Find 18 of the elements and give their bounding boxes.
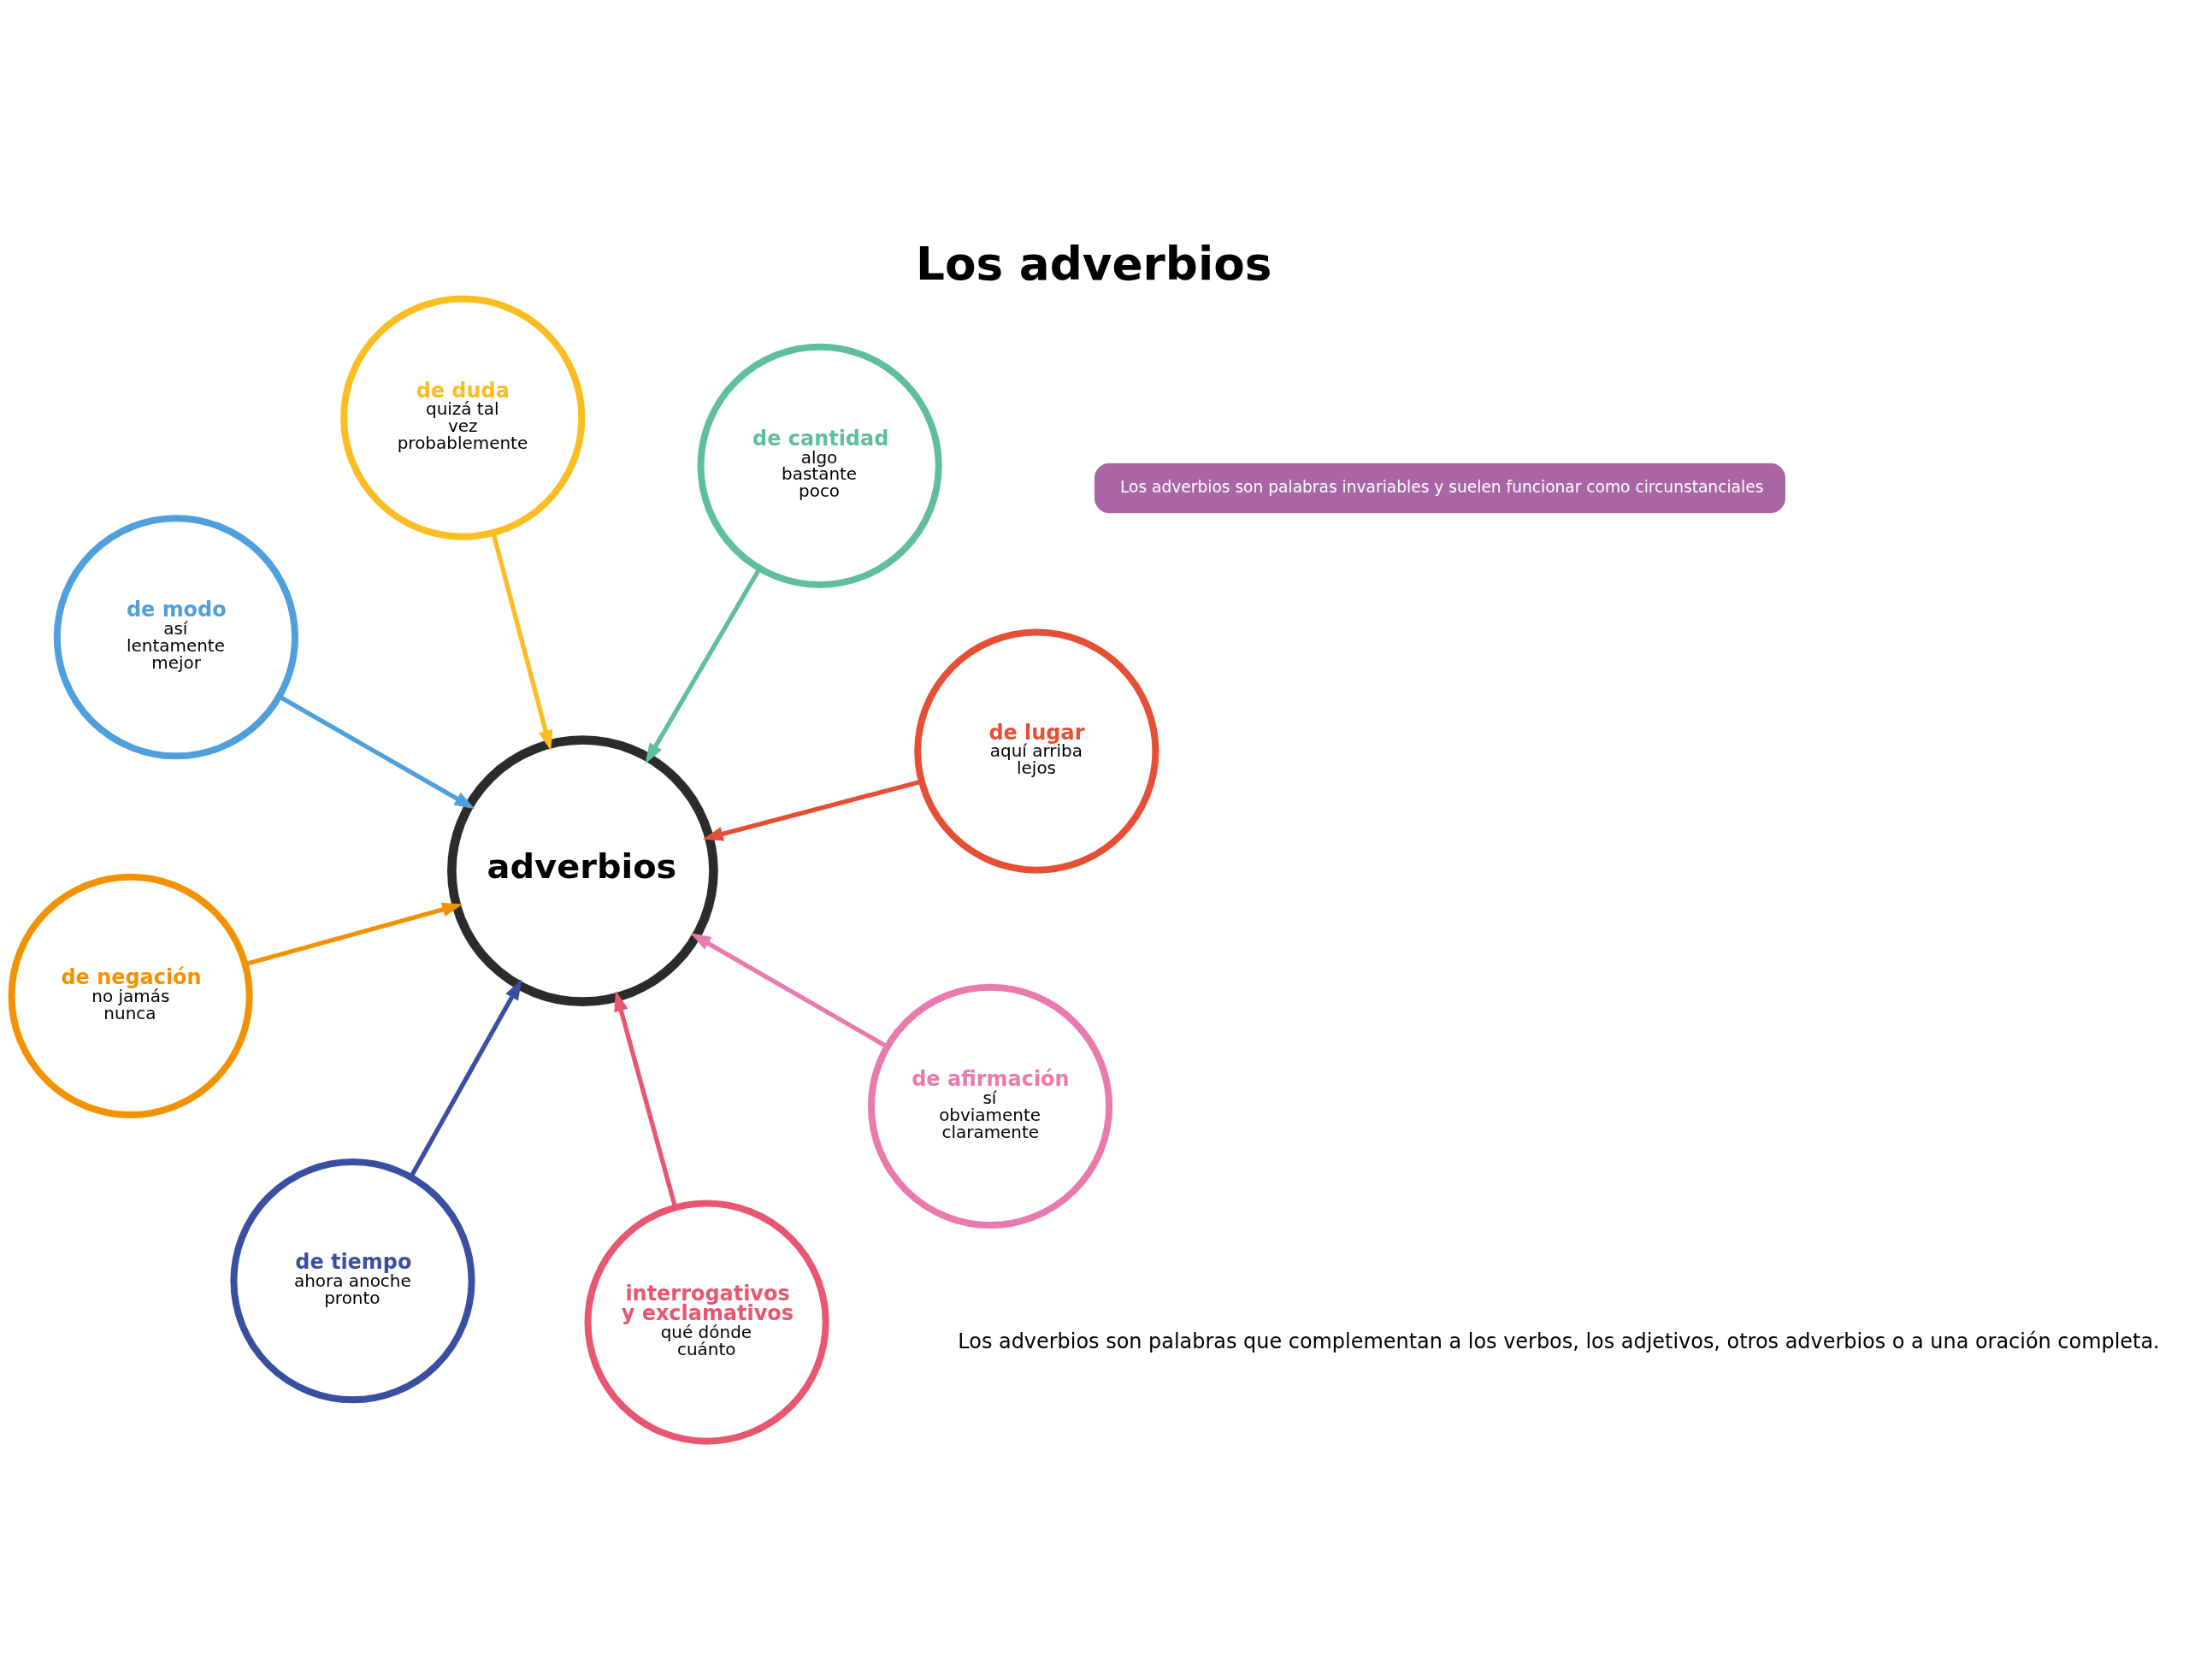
arrow	[278, 693, 475, 809]
node-circle: de negación no jamás nunca	[8, 873, 253, 1118]
arrow	[245, 902, 463, 966]
node-circle: de duda quizá tal vez probablemente	[340, 295, 586, 540]
node-circle: adverbios	[447, 734, 718, 1006]
arrow	[614, 990, 678, 1208]
arrow	[645, 567, 762, 763]
node-circle: de cantidad algo bastante poco	[697, 343, 942, 588]
label: Los adverbios son palabras que complementan a los verbos, los adjetivos, otros adverbios o a una oración completa.	[958, 1329, 2160, 1353]
node-circle: de tiempo ahora anoche pronto	[230, 1158, 475, 1403]
node-circle: interrogativos y exclamativos qué dónde cuánto	[584, 1200, 829, 1445]
arrow	[690, 932, 888, 1048]
node-box: Los adverbios son palabras invariables y suelen funcionar como circunstanciales	[1094, 463, 1785, 513]
arrow	[409, 978, 522, 1178]
node-circle: de afirmación sí obviamente claramente	[867, 983, 1113, 1229]
diagram-title: Los adverbios	[916, 237, 1272, 291]
node-circle: de lugar aquí arriba lejos	[914, 628, 1159, 874]
node-circle: de modo así lentamente mejor	[53, 514, 298, 759]
